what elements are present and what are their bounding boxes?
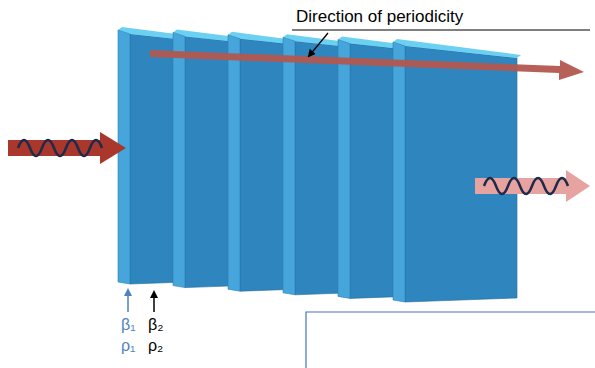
- axis-title: Direction of periodicity: [296, 8, 463, 27]
- periodicity-arrow: [150, 50, 584, 80]
- pointer-arrow: [153, 292, 155, 312]
- slab: [393, 39, 521, 302]
- material-parameter: ρ₁: [121, 337, 136, 355]
- leader-line: [309, 33, 328, 56]
- frame: [306, 312, 595, 368]
- material-parameter: ρ₂: [148, 337, 163, 355]
- material-parameter: β₂: [148, 316, 163, 334]
- underline: [292, 30, 590, 31]
- material-parameter: β₁: [121, 316, 136, 334]
- outgoing-wave: [475, 170, 590, 202]
- incoming-wave: [8, 132, 126, 164]
- pointer-arrow: [127, 290, 129, 312]
